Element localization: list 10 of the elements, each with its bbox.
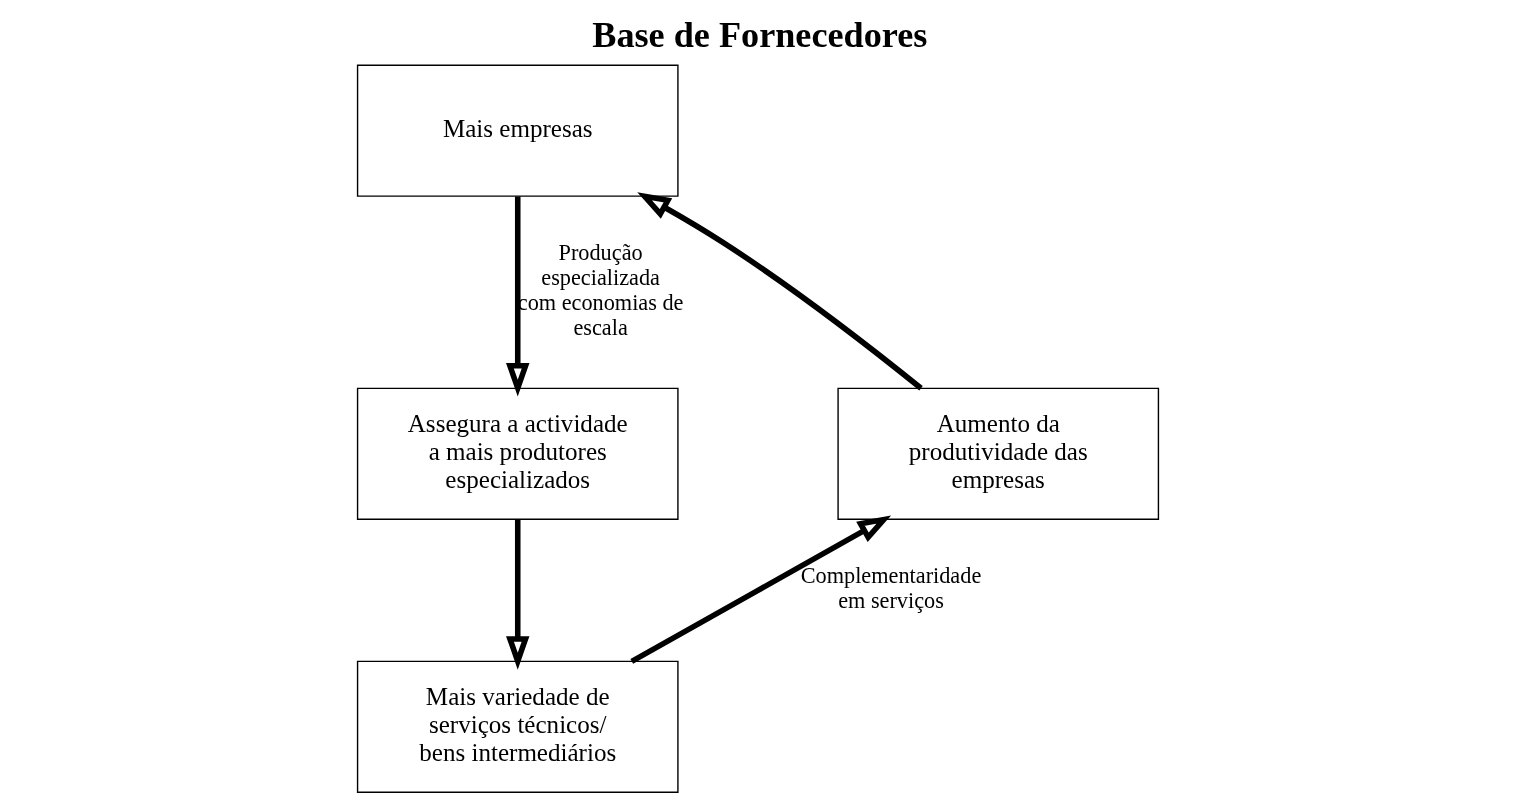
- node-box: Mais empresas: [356, 64, 679, 197]
- arrow: [506, 196, 530, 397]
- arrow: [506, 519, 530, 670]
- arrow: [637, 192, 923, 391]
- node-box: Aumento da produtividade das empresas: [837, 387, 1160, 520]
- edge-label: Complementaridade em serviços: [800, 563, 982, 614]
- node-box: Assegura a actividade a mais produtores especializados: [356, 387, 679, 520]
- arrow: [630, 515, 892, 664]
- node-box: Mais variedade de serviços técnicos/ bens intermediários: [356, 660, 679, 793]
- diagram-title: Base de Fornecedores: [592, 14, 928, 55]
